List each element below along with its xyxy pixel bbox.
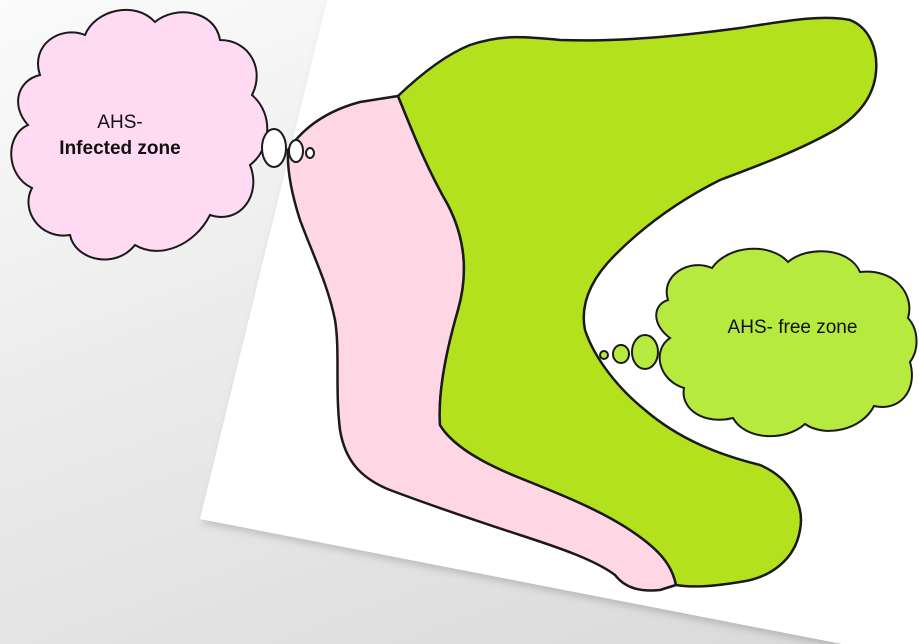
thought-trail-large — [631, 334, 659, 370]
thought-trail-large — [261, 128, 287, 168]
free-zone-bubble — [655, 247, 918, 437]
infected-zone-label-line1: AHS- — [97, 112, 143, 133]
infected-zone-bubble — [10, 8, 269, 261]
free-zone-label: AHS- free zone — [727, 317, 858, 338]
thought-trail-small — [599, 350, 609, 360]
infected-zone-label: AHS- Infected zone — [20, 110, 220, 162]
thought-trail-small — [305, 147, 315, 159]
infected-zone-label-line2: Infected zone — [59, 138, 181, 159]
thought-trail-medium — [612, 344, 630, 364]
thought-trail-medium — [288, 139, 304, 163]
free-zone-region — [396, 16, 878, 588]
